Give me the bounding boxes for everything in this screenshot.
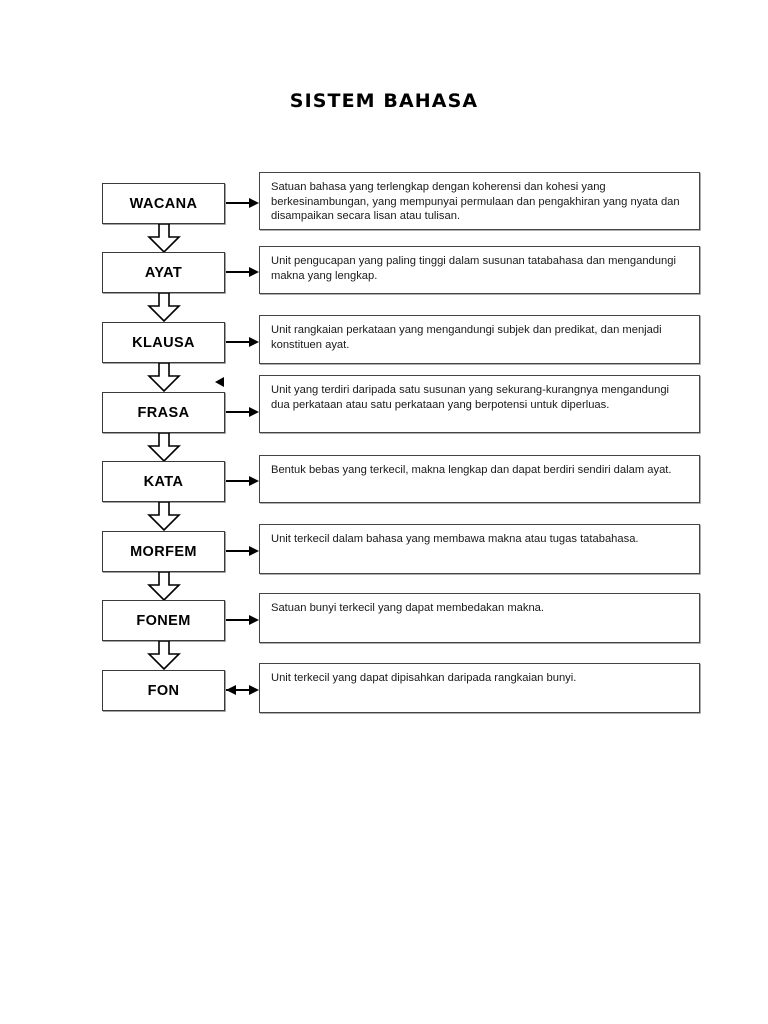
description-text: Unit rangkaian perkataan yang mengandung… [271, 324, 662, 351]
description-box-wacana: Satuan bahasa yang terlengkap dengan koh… [259, 172, 700, 230]
level-label: FONEM [136, 612, 191, 629]
description-box-fon: Unit terkecil yang dapat dipisahkan dari… [259, 663, 700, 713]
connector-arrow-kata [226, 476, 259, 487]
arrow-shaft [226, 202, 251, 204]
connector-arrow-fon [226, 685, 259, 696]
level-label: MORFEM [130, 543, 197, 560]
flow-arrow-down-icon-4 [146, 433, 182, 462]
flow-arrow-down-icon-6 [146, 572, 182, 601]
flow-arrow-down-icon-7 [146, 641, 182, 670]
flow-arrow-down-icon-5 [146, 502, 182, 531]
connector-arrow-ayat [226, 267, 259, 278]
arrow-head-right-icon [249, 546, 259, 556]
arrow-head-right-icon [249, 685, 259, 695]
description-text: Unit yang terdiri daripada satu susunan … [271, 384, 670, 411]
connector-arrow-morfem [226, 546, 259, 557]
description-text: Satuan bunyi terkecil yang dapat membeda… [271, 602, 545, 614]
level-box-frasa[interactable]: FRASA [102, 392, 225, 433]
description-box-klausa: Unit rangkaian perkataan yang mengandung… [259, 315, 700, 364]
level-label: FON [147, 682, 180, 699]
arrow-head-left-icon [226, 685, 236, 695]
arrow-shaft [226, 411, 251, 413]
description-text: Unit terkecil yang dapat dipisahkan dari… [271, 672, 577, 684]
level-box-fon[interactable]: FON [102, 670, 225, 711]
stray-triangle-marker-icon [215, 377, 224, 387]
arrow-shaft [226, 550, 251, 552]
arrow-head-right-icon [249, 337, 259, 347]
level-label: FRASA [137, 404, 190, 421]
arrow-shaft [226, 341, 251, 343]
page-title: SISTEM BAHASA [289, 90, 479, 112]
connector-arrow-wacana [226, 198, 259, 209]
arrow-shaft [226, 271, 251, 273]
arrow-head-right-icon [249, 267, 259, 277]
connector-arrow-klausa [226, 337, 259, 348]
arrow-shaft [226, 480, 251, 482]
level-box-wacana[interactable]: WACANA [102, 183, 225, 224]
arrow-head-right-icon [249, 615, 259, 625]
flow-arrow-down-icon-1 [146, 224, 182, 253]
level-box-ayat[interactable]: AYAT [102, 252, 225, 293]
level-label: KLAUSA [132, 334, 195, 351]
level-label: WACANA [129, 195, 198, 212]
level-box-kata[interactable]: KATA [102, 461, 225, 502]
description-box-fonem: Satuan bunyi terkecil yang dapat membeda… [259, 593, 700, 643]
arrow-shaft [226, 619, 251, 621]
description-text: Satuan bahasa yang terlengkap dengan koh… [271, 181, 680, 222]
arrow-head-right-icon [249, 198, 259, 208]
description-text: Unit terkecil dalam bahasa yang membawa … [271, 533, 639, 545]
description-text: Bentuk bebas yang terkecil, makna lengka… [271, 464, 672, 476]
connector-arrow-fonem [226, 615, 259, 626]
description-box-morfem: Unit terkecil dalam bahasa yang membawa … [259, 524, 700, 574]
connector-arrow-frasa [226, 407, 259, 418]
flow-arrow-down-icon-3 [146, 363, 182, 392]
description-box-kata: Bentuk bebas yang terkecil, makna lengka… [259, 455, 700, 503]
description-box-ayat: Unit pengucapan yang paling tinggi dalam… [259, 246, 700, 294]
level-label: KATA [143, 473, 184, 490]
flow-arrow-down-icon-2 [146, 293, 182, 322]
arrow-head-right-icon [249, 476, 259, 486]
description-text: Unit pengucapan yang paling tinggi dalam… [271, 255, 676, 282]
level-box-fonem[interactable]: FONEM [102, 600, 225, 641]
level-box-klausa[interactable]: KLAUSA [102, 322, 225, 363]
arrow-head-right-icon [249, 407, 259, 417]
level-box-morfem[interactable]: MORFEM [102, 531, 225, 572]
description-box-frasa: Unit yang terdiri daripada satu susunan … [259, 375, 700, 433]
arrow-shaft [226, 689, 251, 691]
level-label: AYAT [144, 264, 183, 281]
